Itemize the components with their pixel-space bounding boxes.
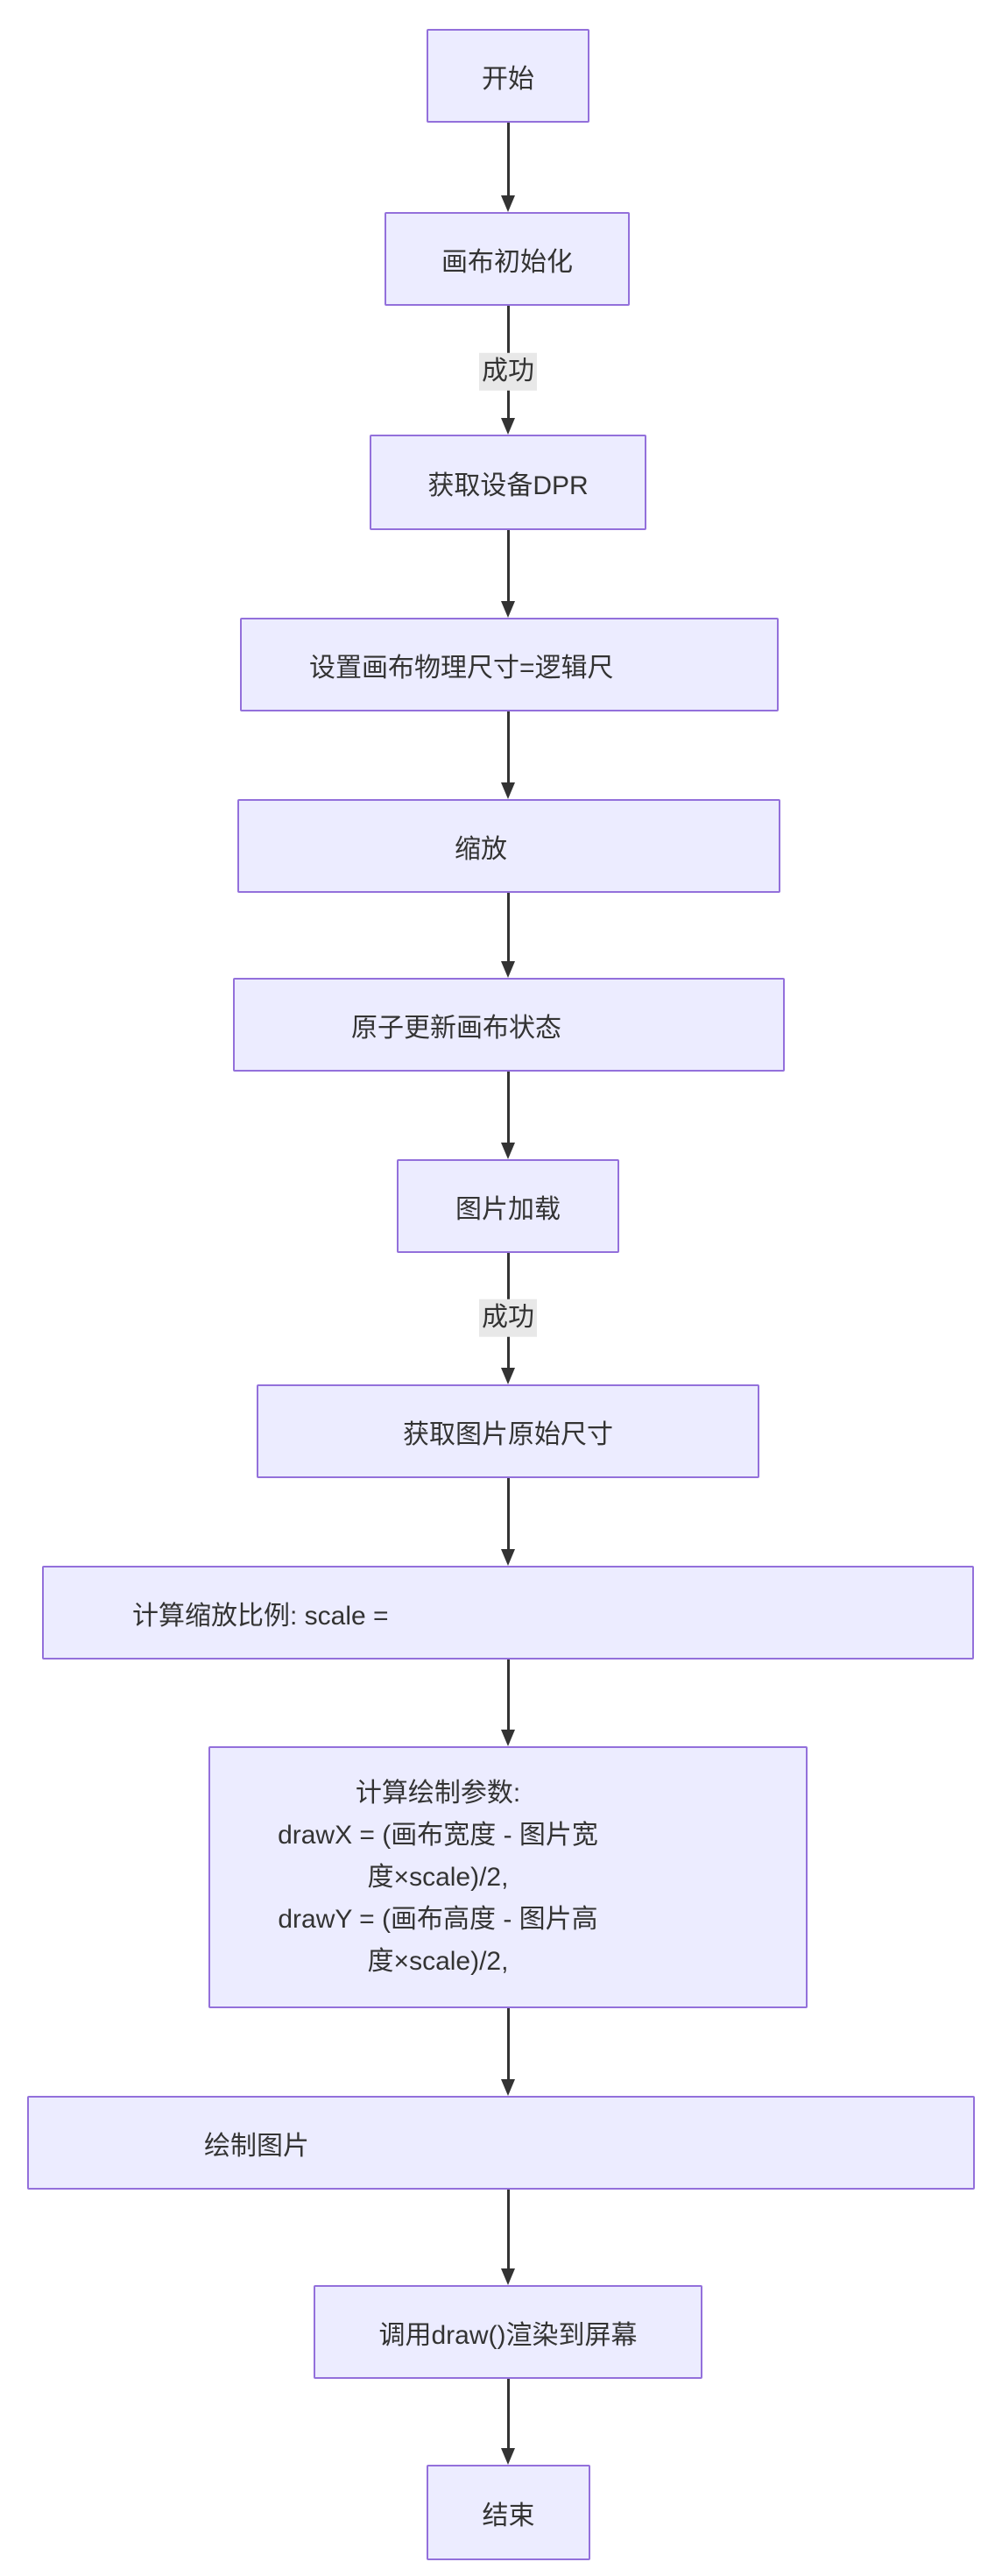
node-calc-scale-ratio-label: 计算缩放比例: scale =: [132, 1601, 389, 1631]
node-get-device-dpr-label: 获取设备DPR: [427, 471, 589, 500]
edge-params-to-draw-image-arrowhead: [500, 2079, 515, 2096]
node-end: 结束: [427, 2465, 590, 2560]
node-calc-draw-params: 计算绘制参数: drawX = (画布宽度 - 图片宽 度×scale)/2, …: [208, 1746, 808, 2008]
edge-draw-image-to-call-draw-line: [506, 2190, 510, 2270]
node-set-canvas-size-label: 设置画布物理尺寸=逻辑尺: [309, 653, 614, 683]
node-start: 开始: [427, 29, 589, 123]
node-image-load: 图片加载: [397, 1159, 619, 1253]
node-scale-label: 缩放: [455, 834, 507, 864]
edge-atomic-to-image-load-arrowhead: [500, 1143, 515, 1159]
node-call-draw-render: 调用draw()渲染到屏幕: [314, 2285, 702, 2379]
edge-dpr-to-set-size-line: [506, 530, 510, 603]
edge-scale-to-atomic-arrowhead: [500, 961, 515, 978]
node-get-image-size-label: 获取图片原始尺寸: [403, 1419, 613, 1449]
node-end-label: 结束: [482, 2501, 535, 2530]
edge-call-draw-to-end-arrowhead: [500, 2448, 515, 2465]
edge-calc-scale-to-params-line: [506, 1660, 510, 1731]
node-canvas-init: 画布初始化: [385, 212, 630, 306]
node-get-device-dpr: 获取设备DPR: [370, 435, 646, 530]
edge-atomic-to-image-load-line: [506, 1072, 510, 1144]
edge-set-size-to-scale-arrowhead: [500, 782, 515, 799]
edge-label-image-load-success: 成功: [479, 1299, 537, 1337]
edge-call-draw-to-end-line: [506, 2379, 510, 2450]
edge-draw-image-to-call-draw-arrowhead: [500, 2268, 515, 2285]
edge-get-size-to-calc-scale-arrowhead: [500, 1549, 515, 1566]
edge-canvas-init-to-dpr-arrowhead: [500, 418, 515, 435]
node-scale: 缩放: [237, 799, 780, 893]
node-draw-image: 绘制图片: [27, 2096, 975, 2190]
edge-params-to-draw-image-line: [506, 2008, 510, 2081]
edge-dpr-to-set-size-arrowhead: [500, 601, 515, 618]
node-get-image-size: 获取图片原始尺寸: [257, 1384, 759, 1478]
edge-start-to-canvas-init-line: [506, 123, 510, 197]
edge-image-load-to-get-size-arrowhead: [500, 1368, 515, 1384]
edge-scale-to-atomic-line: [506, 893, 510, 963]
node-calc-draw-params-label: 计算绘制参数: drawX = (画布宽度 - 图片宽 度×scale)/2, …: [278, 1778, 598, 1976]
edge-start-to-canvas-init-arrowhead: [500, 195, 515, 212]
node-atomic-update-state-label: 原子更新画布状态: [351, 1013, 561, 1043]
node-draw-image-label: 绘制图片: [204, 2131, 309, 2161]
edge-calc-scale-to-params-arrowhead: [500, 1730, 515, 1746]
node-canvas-init-label: 画布初始化: [441, 247, 573, 277]
edge-set-size-to-scale-line: [506, 711, 510, 784]
node-atomic-update-state: 原子更新画布状态: [233, 978, 785, 1072]
node-set-canvas-size: 设置画布物理尺寸=逻辑尺: [240, 618, 779, 711]
node-image-load-label: 图片加载: [455, 1194, 561, 1224]
node-call-draw-render-label: 调用draw()渲染到屏幕: [378, 2320, 638, 2350]
edge-get-size-to-calc-scale-line: [506, 1478, 510, 1551]
node-start-label: 开始: [482, 64, 534, 94]
edge-label-canvas-init-success: 成功: [479, 352, 537, 391]
node-calc-scale-ratio: 计算缩放比例: scale =: [42, 1566, 974, 1660]
